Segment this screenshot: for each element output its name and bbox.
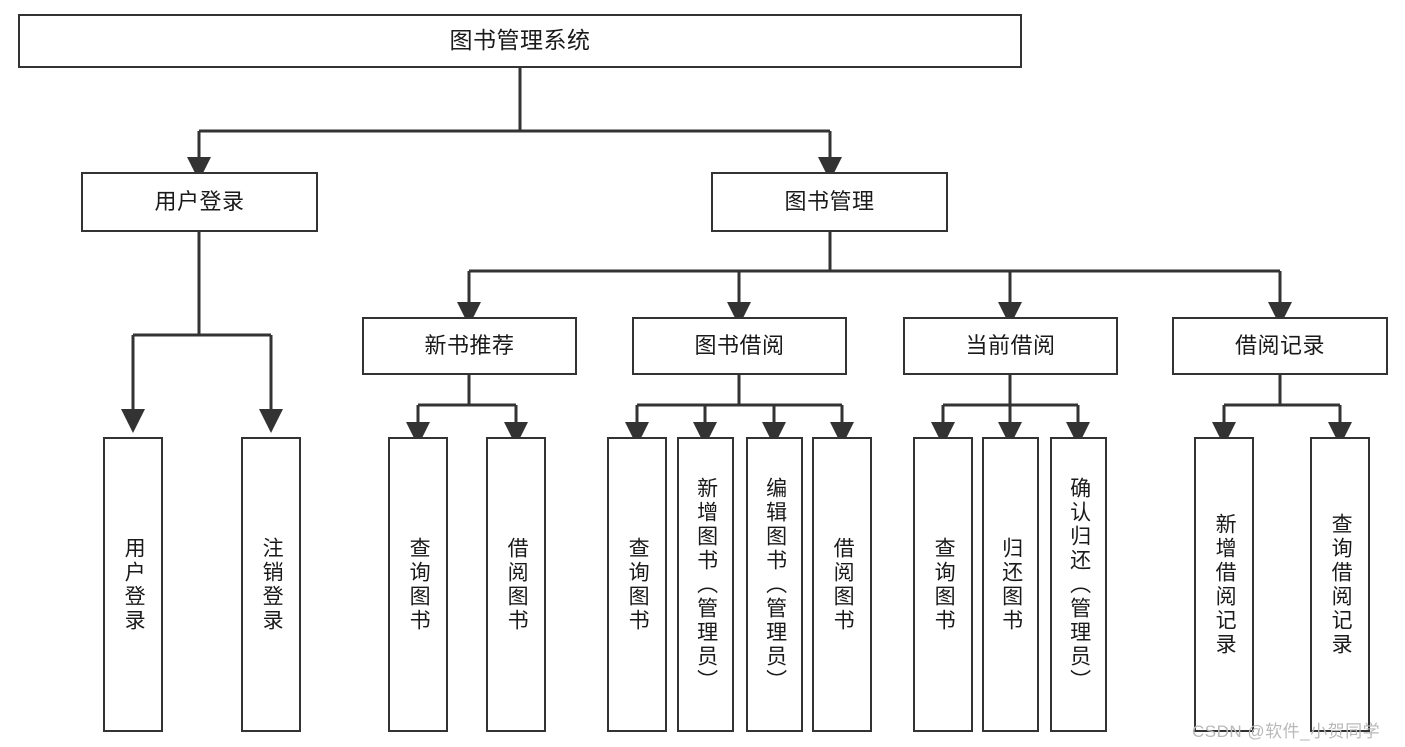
leaf-current-confirm-return-admin[interactable]: 确认归还（管理员） [1050, 437, 1107, 732]
node-new-book-recommend[interactable]: 新书推荐 [362, 317, 577, 375]
csdn-watermark: CSDN @软件_小贺同学 [1192, 722, 1381, 741]
node-label: 新增借阅记录 [1213, 512, 1237, 657]
leaf-recommend-query-book[interactable]: 查询图书 [388, 437, 448, 732]
leaf-current-return-book[interactable]: 归还图书 [982, 437, 1039, 732]
node-label: 注销登录 [260, 536, 284, 633]
node-label: 借阅记录 [1234, 332, 1325, 358]
node-label: 借阅图书 [831, 536, 855, 633]
leaf-user-login-login[interactable]: 用户登录 [103, 437, 163, 732]
leaf-recommend-borrow-book[interactable]: 借阅图书 [486, 437, 546, 732]
leaf-user-login-logout[interactable]: 注销登录 [241, 437, 301, 732]
node-label: 图书管理 [784, 188, 875, 214]
node-label: 借阅图书 [505, 536, 529, 633]
leaf-record-add-record[interactable]: 新增借阅记录 [1194, 437, 1254, 732]
node-current-borrow[interactable]: 当前借阅 [903, 317, 1118, 375]
node-label: 新增图书（管理员） [694, 476, 718, 693]
node-label: 归还图书 [999, 536, 1023, 633]
node-borrow-record[interactable]: 借阅记录 [1172, 317, 1388, 375]
node-user-login[interactable]: 用户登录 [81, 172, 318, 232]
leaf-borrow-add-book-admin[interactable]: 新增图书（管理员） [677, 437, 734, 732]
node-label: 用户登录 [122, 536, 146, 633]
node-label: 图书借阅 [694, 332, 785, 358]
node-book-management[interactable]: 图书管理 [711, 172, 948, 232]
leaf-borrow-query-book[interactable]: 查询图书 [607, 437, 667, 732]
node-label: 新书推荐 [424, 332, 515, 358]
leaf-borrow-edit-book-admin[interactable]: 编辑图书（管理员） [746, 437, 803, 732]
node-label: 查询借阅记录 [1329, 512, 1353, 657]
leaf-current-query-book[interactable]: 查询图书 [913, 437, 973, 732]
node-label: 编辑图书（管理员） [763, 476, 787, 693]
node-label: 查询图书 [626, 536, 650, 633]
node-root-system[interactable]: 图书管理系统 [18, 14, 1022, 68]
node-label: 确认归还（管理员） [1067, 476, 1091, 693]
leaf-record-query-record[interactable]: 查询借阅记录 [1310, 437, 1370, 732]
node-label: 当前借阅 [965, 332, 1056, 358]
node-book-borrow[interactable]: 图书借阅 [632, 317, 847, 375]
leaf-borrow-borrow-book[interactable]: 借阅图书 [812, 437, 872, 732]
node-label: 图书管理系统 [449, 27, 591, 54]
node-label: 查询图书 [407, 536, 431, 633]
node-label: 查询图书 [932, 536, 956, 633]
node-label: 用户登录 [154, 188, 245, 214]
